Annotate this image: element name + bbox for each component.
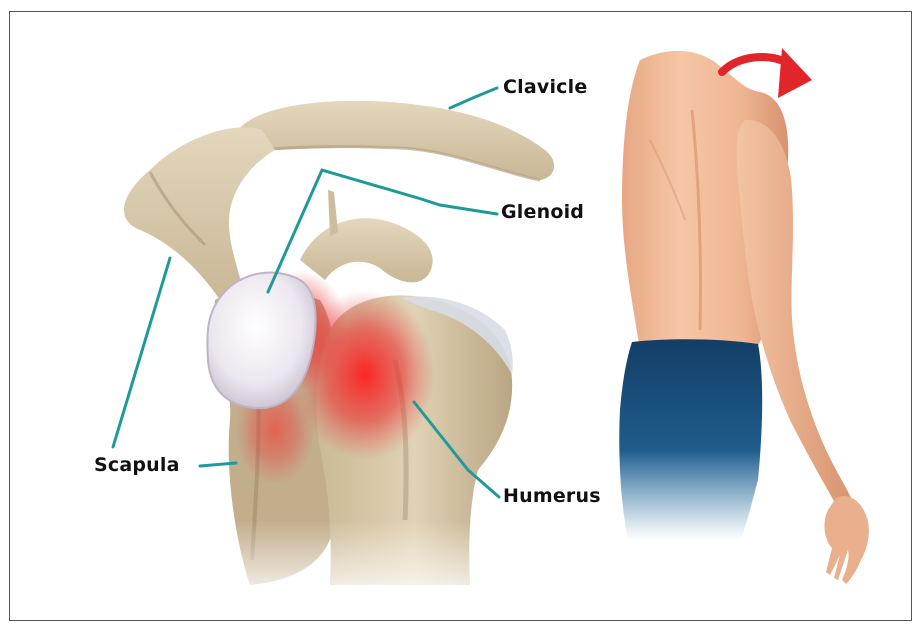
clavicle-bone <box>234 101 560 190</box>
clavicle-leader-line <box>450 88 497 108</box>
scapula-leader-line <box>113 258 170 447</box>
scapula-label: Scapula <box>94 454 180 476</box>
bottom-fade <box>100 520 560 610</box>
clavicle-label: Clavicle <box>503 76 587 98</box>
humerus-label: Humerus <box>503 485 601 507</box>
patient-figure <box>619 51 869 584</box>
glenoid-label: Glenoid <box>501 201 584 223</box>
